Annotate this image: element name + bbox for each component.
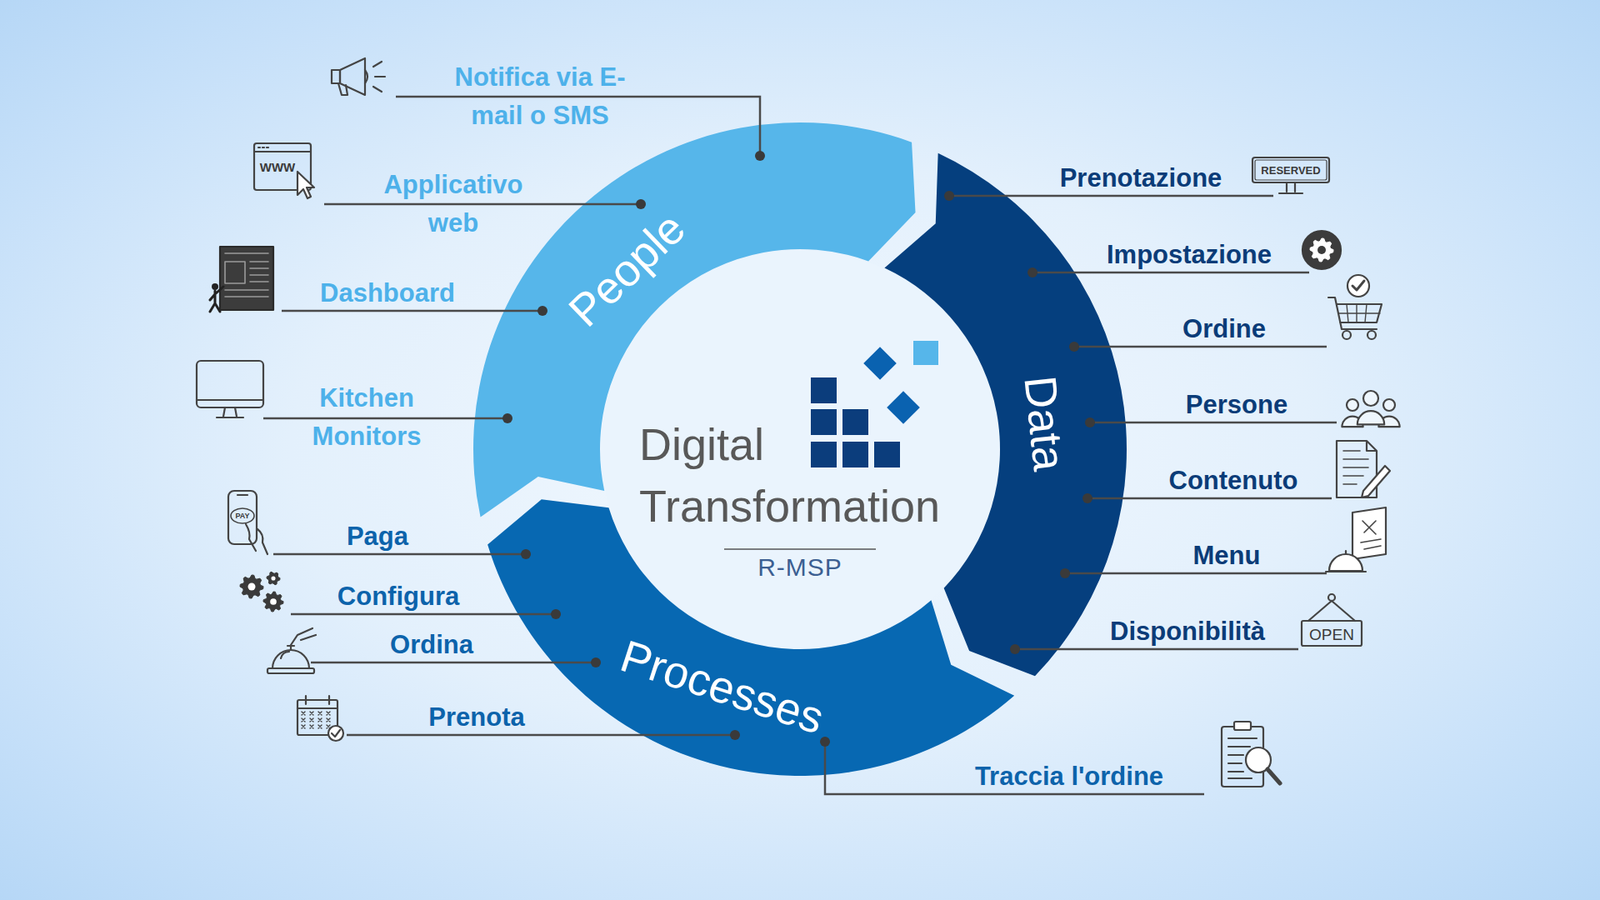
logo-diamond — [863, 346, 897, 380]
leader-dot — [537, 305, 548, 316]
feature-label: Ordine — [1182, 310, 1266, 349]
leader-dot — [502, 413, 513, 424]
document-icon — [1336, 440, 1390, 498]
ring-band-label: Data — [1015, 370, 1075, 477]
leader-line — [310, 661, 596, 665]
settings-icon — [1302, 230, 1341, 270]
bell-icon — [267, 628, 316, 674]
logo-square — [874, 441, 900, 468]
icon-text: OPEN — [1309, 625, 1355, 644]
leader-line — [324, 203, 641, 206]
band-title: Data — [1015, 370, 1075, 477]
feature-label: Configura — [337, 577, 460, 616]
leader-dot — [730, 730, 740, 740]
feature-label: Prenota — [428, 698, 525, 737]
leader-dot — [820, 736, 830, 747]
feature-label: Kitchen Monitors — [291, 379, 442, 456]
leader-dot — [1082, 493, 1093, 504]
leader-dot — [755, 150, 765, 161]
leader-dot — [1010, 644, 1020, 655]
leader-line — [1087, 497, 1332, 500]
feature-label: Applicativo web — [370, 165, 537, 243]
cart-icon — [1328, 275, 1382, 340]
leader-lines — [263, 96, 1337, 795]
brand-name: R-MSP — [600, 552, 1000, 583]
logo-square — [810, 377, 837, 404]
leader-line — [1065, 572, 1327, 575]
leader-dot — [944, 190, 955, 201]
icon-text: RESERVED — [1260, 164, 1320, 177]
leader-dot — [1027, 267, 1038, 278]
logo-square — [913, 340, 939, 365]
open-sign-icon — [1301, 594, 1362, 646]
leader-line — [290, 613, 556, 616]
leader-dot — [520, 549, 531, 560]
feature-label: Impostazione — [1106, 235, 1272, 275]
megaphone-icon — [331, 58, 385, 95]
people-icon — [1341, 390, 1400, 427]
feature-label: Paga — [346, 517, 409, 556]
feature-label: Persone — [1185, 385, 1288, 425]
leader-line — [346, 734, 735, 737]
logo-rule — [724, 548, 876, 550]
leader-line — [1074, 345, 1327, 349]
leader-dot — [635, 199, 646, 210]
leader-line — [1090, 421, 1337, 425]
leader-dot — [1085, 417, 1095, 428]
feature-label: Prenotazione — [1060, 159, 1223, 198]
feature-label: Menu — [1193, 536, 1261, 575]
icon-text: WWW — [260, 160, 295, 175]
calendar-icon — [297, 695, 344, 741]
leader-dot — [1069, 341, 1080, 352]
feature-label: Dashboard — [320, 274, 455, 313]
feature-label: Disponibilità — [1110, 612, 1265, 651]
logo-diamond — [886, 390, 920, 425]
logo-square — [810, 441, 837, 468]
browser-icon — [254, 143, 315, 199]
feature-label: Traccia l'ordine — [975, 757, 1164, 796]
menu-icon — [1325, 507, 1386, 572]
logo-square — [842, 441, 869, 468]
center-circle-shape — [600, 250, 1000, 649]
center-title: Digital Transformation — [639, 413, 973, 537]
logo-square — [810, 409, 837, 435]
feature-label: Notifica via E-mail o SMS — [444, 58, 636, 135]
leader-line — [281, 310, 543, 313]
leader-line — [1015, 648, 1299, 651]
monitor-icon — [196, 360, 264, 418]
leader-line — [273, 553, 526, 556]
leader-dot — [550, 609, 561, 620]
clipboard-icon — [1221, 721, 1280, 787]
reserved-sign-icon — [1252, 157, 1330, 194]
leader-line — [1032, 271, 1310, 275]
leader-dot — [1060, 568, 1070, 579]
ring — [473, 122, 1127, 776]
dashboard-icon — [210, 246, 274, 312]
icon-text: PAY — [235, 511, 250, 521]
feature-label: Contenuto — [1169, 461, 1299, 500]
logo-square — [842, 409, 869, 435]
leader-dot — [590, 657, 601, 668]
center-circle: Digital TransformationR-MSP — [600, 249, 1000, 650]
leader-line — [263, 417, 508, 420]
gears-icon — [240, 571, 284, 612]
phone-icon — [228, 490, 268, 555]
leader-line — [949, 195, 1274, 198]
feature-label: Ordina — [390, 625, 474, 665]
